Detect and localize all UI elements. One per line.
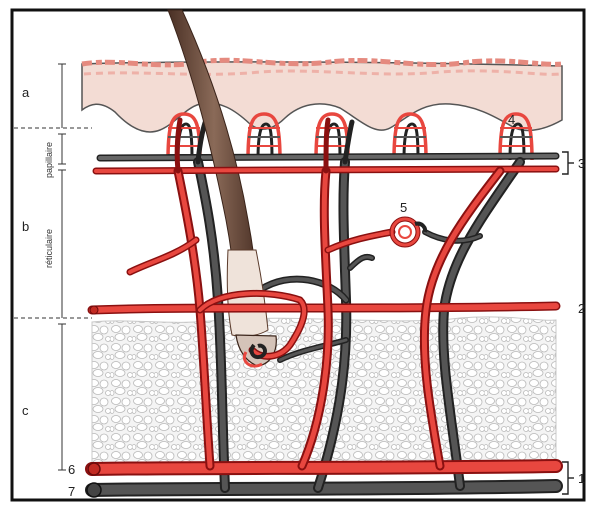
label-1: 1 [578,471,585,486]
label-6: 6 [68,462,75,477]
label-7: 7 [68,484,75,499]
label-3: 3 [578,156,585,171]
label-a: a [22,85,30,100]
label-b: b [22,219,29,234]
label-2: 2 [578,301,585,316]
label-4: 4 [508,112,515,127]
label-reticular: réticulaire [44,229,54,268]
label-5: 5 [400,200,407,215]
label-c: c [22,403,29,418]
label-papillary: papillaire [44,142,54,178]
